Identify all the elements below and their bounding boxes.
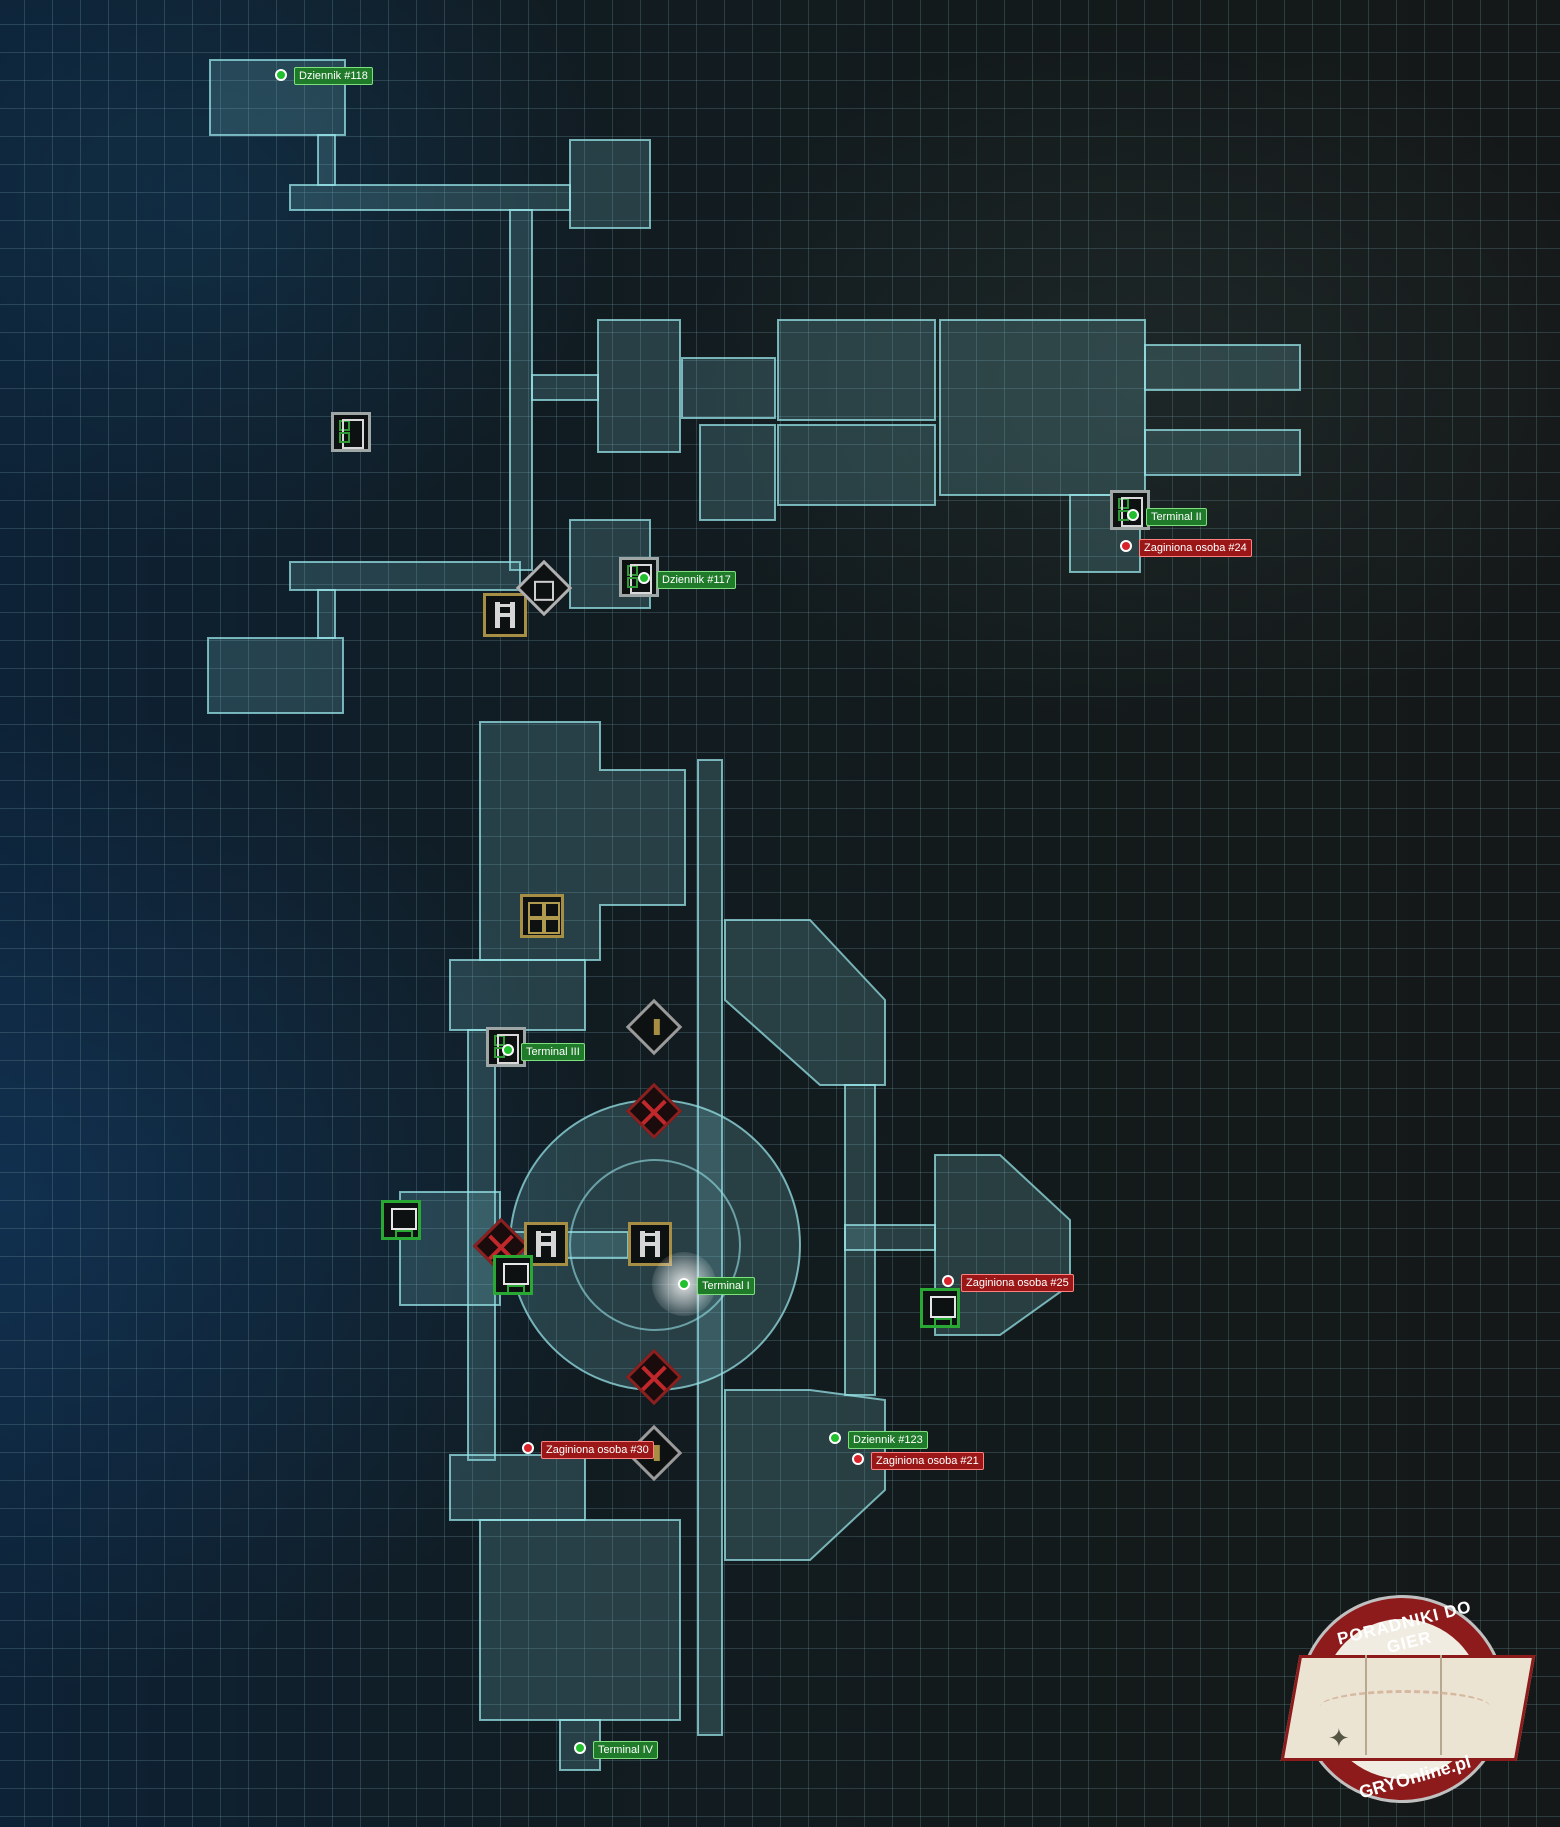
collectible-marker[interactable] xyxy=(1127,509,1139,521)
gryonline-badge: ✦ PORADNIKI DO GIER GRYOnline.pl xyxy=(1270,1595,1540,1815)
marker-label[interactable]: Dziennik #123 xyxy=(848,1431,928,1449)
room xyxy=(699,424,776,521)
terminal-icon[interactable] xyxy=(331,412,371,452)
missing-person-marker[interactable] xyxy=(942,1275,954,1287)
collectible-marker[interactable] xyxy=(829,1432,841,1444)
save-station-icon[interactable] xyxy=(493,1255,533,1295)
hatch-icon[interactable] xyxy=(483,593,527,637)
collectible-marker[interactable] xyxy=(502,1044,514,1056)
room xyxy=(724,919,886,1086)
room xyxy=(724,1389,886,1561)
room xyxy=(939,319,1146,496)
room xyxy=(597,319,681,453)
marker-label[interactable]: Zaginiona osoba #21 xyxy=(871,1452,984,1470)
room xyxy=(777,319,936,421)
marker-label[interactable]: Dziennik #117 xyxy=(657,571,736,589)
collectible-marker[interactable] xyxy=(275,69,287,81)
missing-person-marker[interactable] xyxy=(522,1442,534,1454)
corridor xyxy=(531,374,599,401)
route-line xyxy=(1320,1690,1490,1723)
room xyxy=(777,424,936,506)
room xyxy=(479,1519,681,1721)
corridor xyxy=(289,561,521,591)
missing-person-marker[interactable] xyxy=(852,1453,864,1465)
hatch-icon[interactable] xyxy=(628,1222,672,1266)
corridor xyxy=(697,759,723,1736)
corridor xyxy=(844,1224,936,1251)
room xyxy=(569,139,651,229)
marker-label[interactable]: Zaginiona osoba #25 xyxy=(961,1274,1074,1292)
corridor xyxy=(317,589,336,639)
corridor xyxy=(1144,344,1301,391)
corridor xyxy=(1144,429,1301,476)
collectible-marker[interactable] xyxy=(678,1278,690,1290)
screen-icon xyxy=(342,419,364,449)
save-station-icon[interactable] xyxy=(381,1200,421,1240)
missing-person-marker[interactable] xyxy=(1120,540,1132,552)
marker-label[interactable]: Zaginiona osoba #30 xyxy=(541,1441,654,1459)
compass-rose-icon: ✦ xyxy=(1328,1723,1350,1753)
room xyxy=(207,637,344,714)
room xyxy=(681,357,776,419)
storage-grid-icon[interactable] xyxy=(520,894,564,938)
central-ring-inner xyxy=(569,1159,741,1331)
marker-label[interactable]: Terminal II xyxy=(1146,508,1207,526)
room xyxy=(399,1191,501,1306)
marker-label[interactable]: Terminal III xyxy=(521,1043,585,1061)
corridor xyxy=(317,134,336,186)
room xyxy=(449,959,586,1031)
marker-label[interactable]: Zaginiona osoba #24 xyxy=(1139,539,1252,557)
marker-label[interactable]: Terminal IV xyxy=(593,1741,659,1759)
corridor xyxy=(509,209,533,571)
marker-label[interactable]: Dziennik #118 xyxy=(294,67,373,85)
collectible-marker[interactable] xyxy=(574,1742,586,1754)
room xyxy=(449,1454,586,1521)
corridor xyxy=(289,184,571,211)
collectible-marker[interactable] xyxy=(638,572,650,584)
marker-label[interactable]: Terminal I xyxy=(697,1277,755,1295)
save-station-icon[interactable] xyxy=(920,1288,960,1328)
corridor xyxy=(844,1084,876,1396)
room xyxy=(479,721,686,961)
